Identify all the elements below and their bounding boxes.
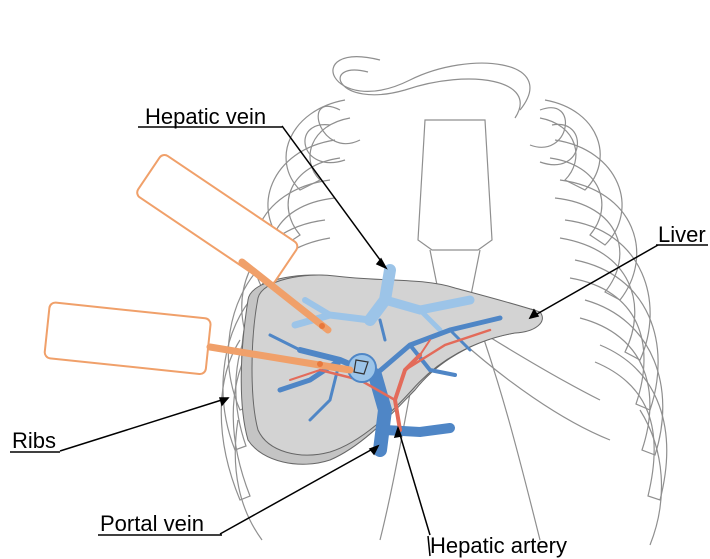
label-hepatic-artery: Hepatic artery — [428, 533, 567, 558]
label-ribs: Ribs — [10, 428, 60, 453]
hepatic-artery-label: Hepatic artery — [430, 533, 567, 558]
liver-label: Liver — [658, 222, 706, 247]
ribs-label: Ribs — [12, 428, 56, 453]
portal-vein-label: Portal vein — [100, 511, 204, 536]
label-hepatic-vein: Hepatic vein — [138, 104, 282, 129]
label-liver: Liver — [656, 222, 708, 247]
ultrasound-probe-upper — [135, 153, 328, 330]
hepatic-vein-label: Hepatic vein — [145, 104, 266, 129]
label-portal-vein: Portal vein — [98, 511, 222, 536]
